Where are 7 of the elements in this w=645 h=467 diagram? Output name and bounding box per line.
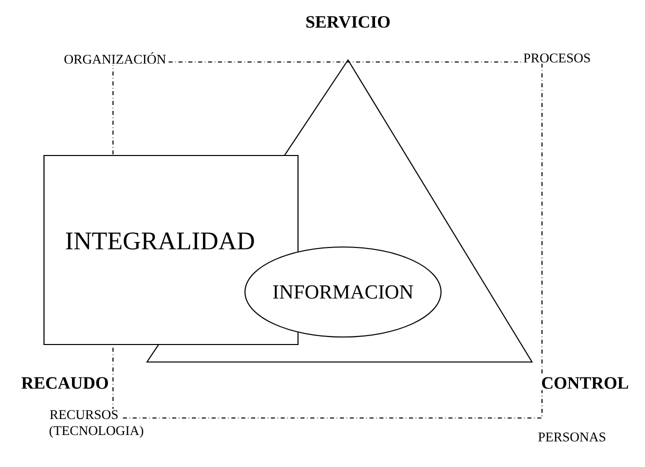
corner-label: PERSONAS <box>536 431 608 443</box>
corner-label: CONTROL <box>540 376 630 390</box>
corner-label: SERVICIO <box>304 14 392 30</box>
corner-label: RECURSOS (TECNOLOGIA) <box>48 408 144 440</box>
corner-label: RECAUDO <box>20 376 110 390</box>
corner-label: PROCESOS <box>522 52 592 64</box>
corner-label: ORGANIZACIÓN <box>62 50 168 66</box>
